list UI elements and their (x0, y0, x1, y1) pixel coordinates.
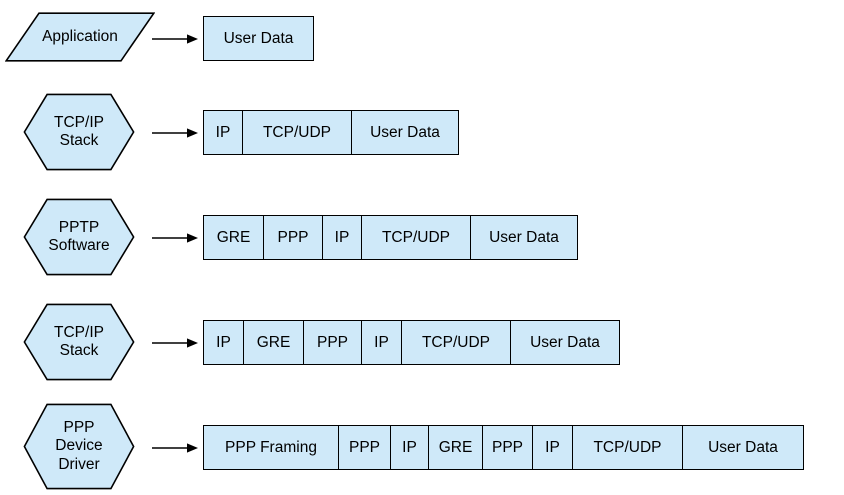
hexagon-outline (23, 403, 135, 490)
packet-field: User Data (204, 17, 313, 60)
right-arrow-icon (152, 443, 198, 453)
packet-field: GRE (244, 321, 304, 364)
packet-field: TCP/UDP (243, 111, 352, 154)
stage-shape-3: PPTP Software (23, 198, 135, 276)
hexagon-outline (23, 93, 135, 171)
packet-field: IP (204, 321, 244, 364)
packet-field: TCP/UDP (573, 426, 683, 469)
right-arrow-icon (152, 233, 198, 243)
packet-field: PPP Framing (204, 426, 339, 469)
packet-field: IP (362, 321, 402, 364)
packet-field: IP (391, 426, 429, 469)
packet-field: GRE (204, 216, 264, 259)
right-arrow-icon (152, 128, 198, 138)
hexagon-outline (23, 198, 135, 276)
packet-field: TCP/UDP (402, 321, 511, 364)
packet-field: User Data (352, 111, 458, 154)
stage-shape-1: Application (5, 12, 155, 62)
packet-field: PPP (264, 216, 323, 259)
stage-shape-5: PPP Device Driver (23, 403, 135, 490)
packet-field: User Data (683, 426, 803, 469)
packet-field: User Data (471, 216, 577, 259)
hexagon-outline (23, 303, 135, 381)
parallelogram-outline (5, 12, 155, 62)
packet-field: IP (204, 111, 243, 154)
packet-row-1: User Data (203, 16, 314, 61)
packet-field: IP (323, 216, 362, 259)
right-arrow-icon (152, 34, 198, 44)
stage-shape-4: TCP/IP Stack (23, 303, 135, 381)
packet-field: PPP (339, 426, 391, 469)
packet-field: TCP/UDP (362, 216, 471, 259)
packet-field: PPP (304, 321, 362, 364)
packet-field: IP (533, 426, 573, 469)
packet-field: GRE (429, 426, 483, 469)
packet-field: PPP (483, 426, 533, 469)
stage-shape-2: TCP/IP Stack (23, 93, 135, 171)
packet-field: User Data (511, 321, 619, 364)
right-arrow-icon (152, 338, 198, 348)
